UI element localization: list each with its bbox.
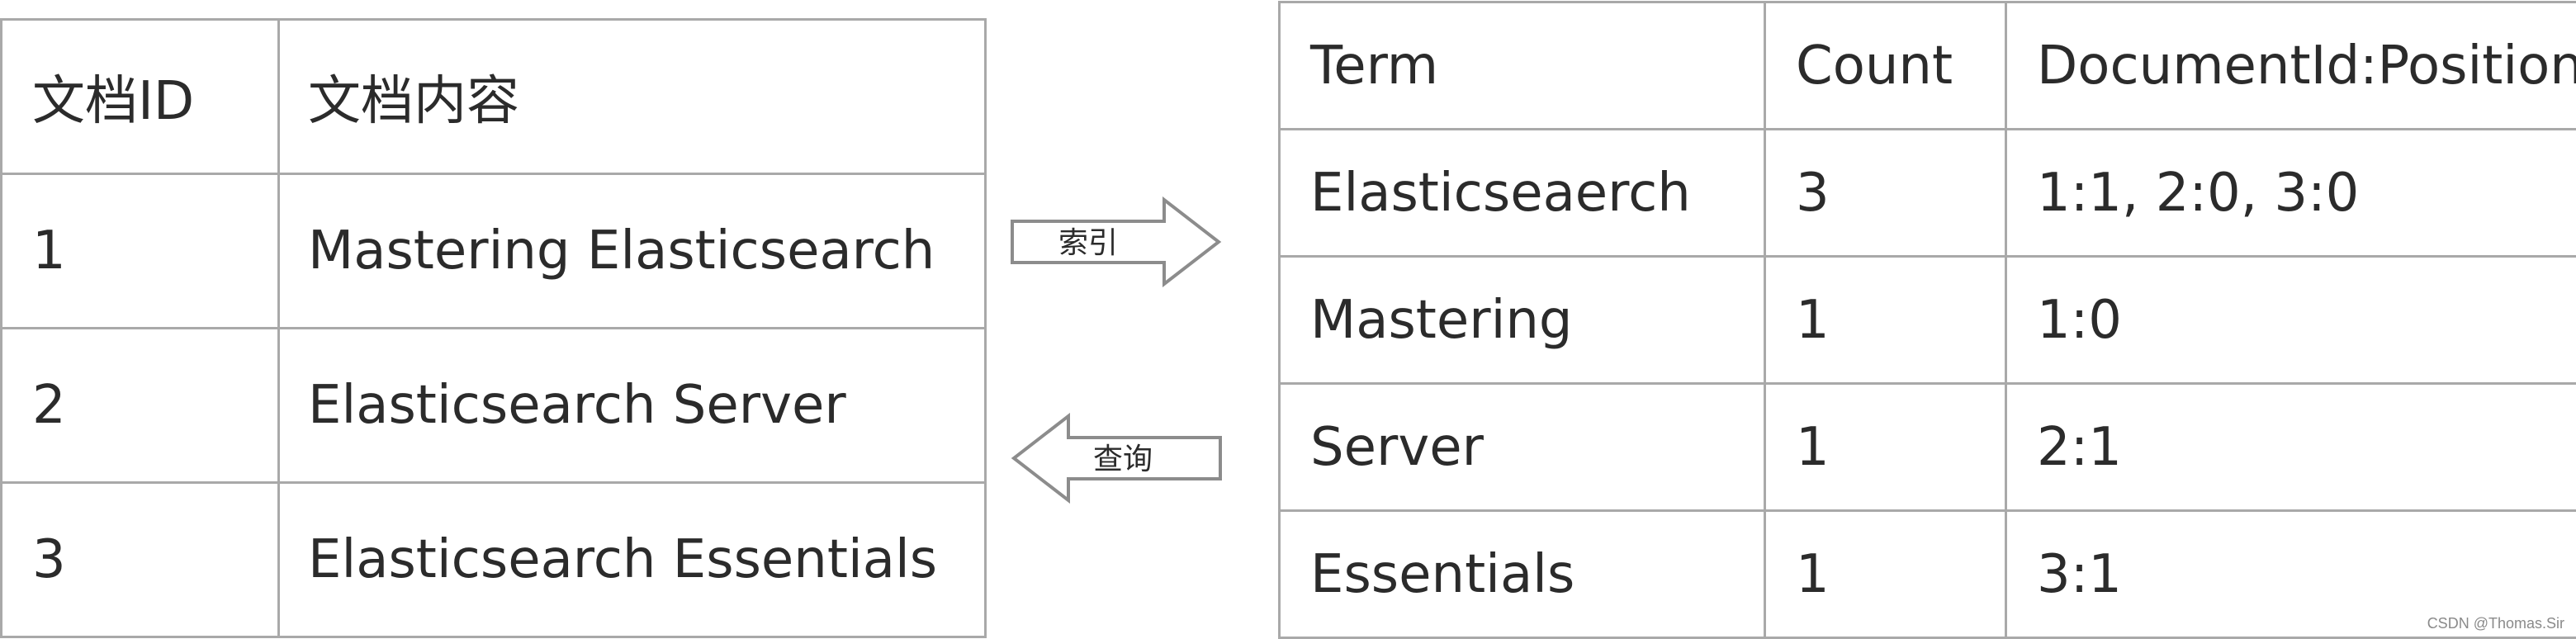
count-cell: 1 [1764,255,2007,385]
table-row: 1 Mastering Elasticsearch [0,173,987,329]
doc-content-cell: Elasticsearch Server [277,327,987,484]
doc-id-cell: 1 [0,173,280,329]
table-row: Elasticseaerch 3 1:1, 2:0, 3:0 [1278,128,2576,258]
term-cell: Server [1278,382,1766,512]
term-cell: Essentials [1278,509,1766,639]
count-cell: 1 [1764,382,2007,512]
table-row: Essentials 1 3:1 [1278,509,2576,639]
inverted-index-table: Term Count DocumentId:Position Elasticse… [1278,1,2576,639]
position-cell: 3:1 [2005,509,2576,639]
term-cell: Mastering [1278,255,1766,385]
doc-id-cell: 2 [0,327,280,484]
index-label: 索引 [1058,226,1118,260]
count-cell: 3 [1764,128,2007,258]
header-count: Count [1764,1,2007,130]
position-cell: 1:1, 2:0, 3:0 [2005,128,2576,258]
doc-id-cell: 3 [0,481,280,638]
position-cell: 1:0 [2005,255,2576,385]
left-arrow-icon [1011,413,1222,504]
header-term: Term [1278,1,1766,130]
watermark: CSDN @Thomas.Sir [2427,615,2564,632]
query-arrow: 查询 [1011,413,1222,504]
header-doc-position: DocumentId:Position [2005,1,2576,130]
header-doc-content: 文档内容 [277,18,987,175]
table-row: 3 Elasticsearch Essentials [0,481,987,638]
count-cell: 1 [1764,509,2007,639]
query-label: 查询 [1093,443,1153,476]
doc-content-cell: Mastering Elasticsearch [277,173,987,329]
doc-content-cell: Elasticsearch Essentials [277,481,987,638]
table-header-row: Term Count DocumentId:Position [1278,1,2576,130]
right-arrow-icon [1011,196,1222,287]
header-doc-id: 文档ID [0,18,280,175]
table-row: Mastering 1 1:0 [1278,255,2576,385]
table-row: Server 1 2:1 [1278,382,2576,512]
table-header-row: 文档ID 文档内容 [0,18,987,175]
document-table: 文档ID 文档内容 1 Mastering Elasticsearch 2 El… [0,18,987,638]
table-row: 2 Elasticsearch Server [0,327,987,484]
position-cell: 2:1 [2005,382,2576,512]
term-cell: Elasticseaerch [1278,128,1766,258]
index-arrow: 索引 [1011,196,1222,287]
